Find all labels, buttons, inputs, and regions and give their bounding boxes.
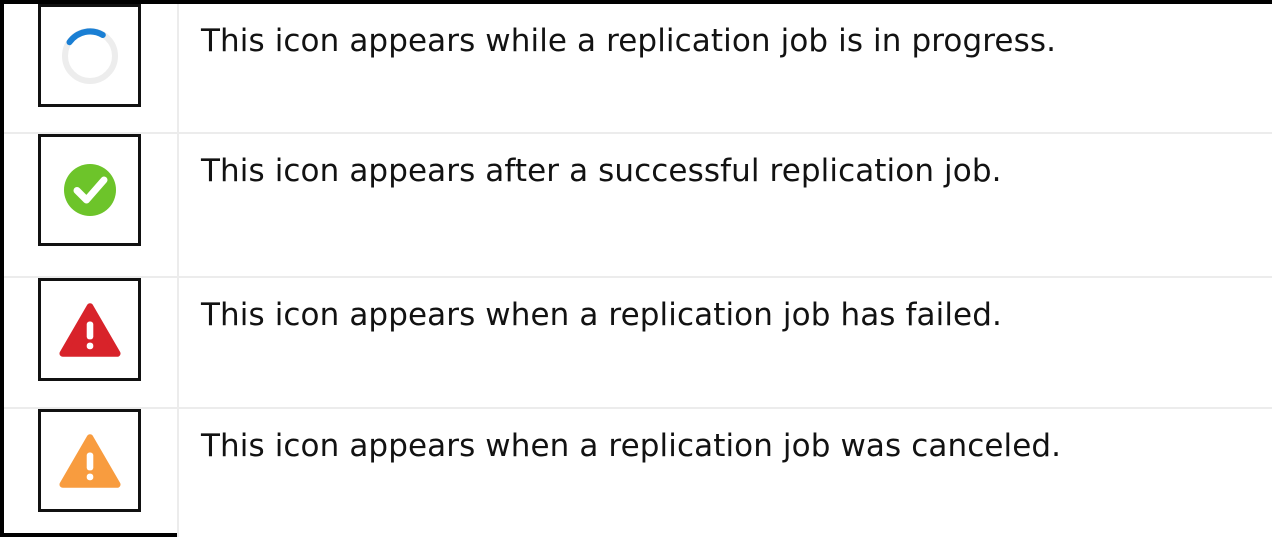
spinner-in-progress-icon [61,27,118,84]
row-description: This icon appears while a replication jo… [201,23,1057,59]
icon-swatch-box [38,409,141,512]
description-cell: This icon appears after a successful rep… [179,134,1272,190]
icon-swatch-box [38,134,141,246]
icon-cell [0,278,179,381]
description-cell: This icon appears while a replication jo… [179,4,1272,60]
canceled-warning-triangle-icon [58,433,121,488]
row-separator [4,407,1272,409]
description-cell: This icon appears when a replication job… [179,278,1272,334]
column-divider [177,134,179,276]
row-description: This icon appears when a replication job… [201,297,1002,333]
icon-swatch-box [38,4,141,107]
row-description: This icon appears when a replication job… [201,428,1062,464]
column-divider [177,409,179,537]
icon-cell [0,4,179,107]
icon-swatch-box [38,278,141,381]
description-cell: This icon appears when a replication job… [179,409,1272,465]
table-row: This icon appears when a replication job… [0,409,1272,537]
icon-cell [0,134,179,246]
table-row: This icon appears while a replication jo… [0,4,1272,132]
column-divider [177,4,179,132]
row-description: This icon appears after a successful rep… [201,153,1002,189]
table-row: This icon appears after a successful rep… [0,134,1272,276]
table-row: This icon appears when a replication job… [0,278,1272,407]
column-divider [177,278,179,407]
success-check-circle-icon [63,164,116,216]
row-separator [4,276,1272,278]
icon-cell [0,409,179,512]
error-warning-triangle-icon [58,302,121,357]
row-separator [4,132,1272,134]
